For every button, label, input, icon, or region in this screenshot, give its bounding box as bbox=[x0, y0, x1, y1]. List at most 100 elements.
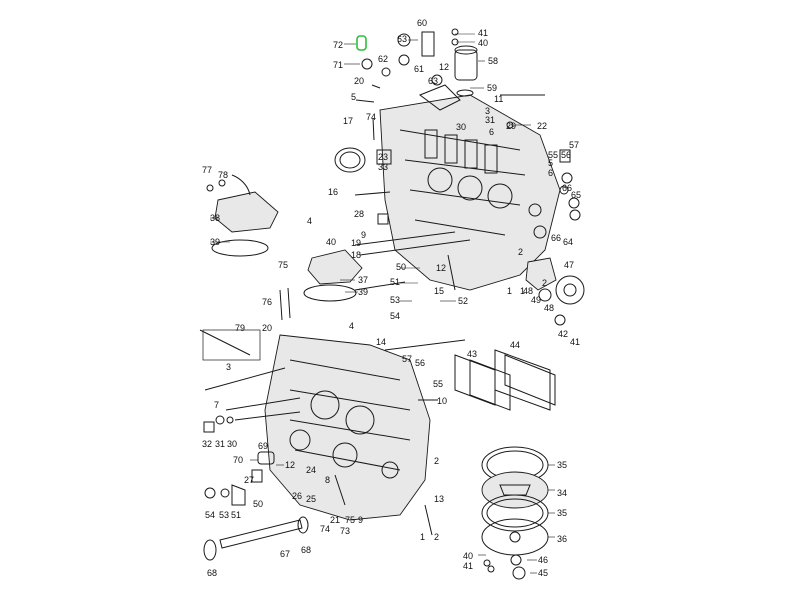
label-4b: 4 bbox=[349, 321, 354, 331]
label-9b: 9 bbox=[358, 515, 363, 525]
label-38: 38 bbox=[210, 213, 220, 223]
label-68b: 68 bbox=[207, 568, 217, 578]
label-16: 16 bbox=[328, 187, 338, 197]
label-47: 47 bbox=[564, 260, 574, 270]
label-53b: 53 bbox=[219, 510, 229, 520]
label-17: 17 bbox=[343, 116, 353, 126]
label-41c: 41 bbox=[463, 561, 473, 571]
label-12c: 12 bbox=[285, 460, 295, 470]
label-55b: 55 bbox=[433, 379, 443, 389]
label-45: 45 bbox=[538, 568, 548, 578]
label-40: 40 bbox=[478, 38, 488, 48]
label-67: 67 bbox=[280, 549, 290, 559]
label-1c: 1 bbox=[520, 286, 525, 296]
label-70: 70 bbox=[233, 455, 243, 465]
label-15: 15 bbox=[434, 286, 444, 296]
label-50: 50 bbox=[396, 262, 406, 272]
label-39b: 39 bbox=[358, 287, 368, 297]
label-31b: 31 bbox=[215, 439, 225, 449]
label-50b: 50 bbox=[253, 499, 263, 509]
label-65: 65 bbox=[571, 190, 581, 200]
label-2c: 2 bbox=[434, 532, 439, 542]
shim-plates bbox=[454, 349, 556, 411]
label-52: 52 bbox=[458, 296, 468, 306]
label-34: 34 bbox=[557, 488, 567, 498]
label-66b: 66 bbox=[551, 233, 561, 243]
label-72: 72 bbox=[333, 40, 343, 50]
label-27: 27 bbox=[244, 475, 254, 485]
label-29: 29 bbox=[506, 121, 516, 131]
label-79: 79 bbox=[235, 323, 245, 333]
label-26: 26 bbox=[292, 491, 302, 501]
label-51b: 51 bbox=[231, 510, 241, 520]
label-35b: 35 bbox=[557, 508, 567, 518]
label-55: 55 bbox=[548, 150, 558, 160]
label-37: 37 bbox=[358, 275, 368, 285]
label-5: 5 bbox=[351, 92, 356, 102]
leader-lines bbox=[210, 33, 555, 574]
label-63: 63 bbox=[397, 34, 407, 44]
label-36: 36 bbox=[557, 534, 567, 544]
label-32: 32 bbox=[202, 439, 212, 449]
label-10: 10 bbox=[437, 396, 447, 406]
lower-crankcase-half bbox=[264, 334, 431, 521]
label-39: 39 bbox=[210, 237, 220, 247]
label-30b: 30 bbox=[227, 439, 237, 449]
label-8: 8 bbox=[325, 475, 330, 485]
label-74: 74 bbox=[366, 112, 376, 122]
label-41b: 41 bbox=[570, 337, 580, 347]
label-3: 3 bbox=[485, 106, 490, 116]
label-2d: 2 bbox=[542, 278, 547, 288]
label-42: 42 bbox=[558, 329, 568, 339]
label-71: 71 bbox=[333, 60, 343, 70]
label-53: 53 bbox=[390, 295, 400, 305]
label-20: 20 bbox=[354, 76, 364, 86]
label-56: 56 bbox=[561, 150, 571, 160]
label-5b: 5 bbox=[548, 158, 553, 168]
label-48: 48 bbox=[523, 286, 533, 296]
label-33: 33 bbox=[378, 162, 388, 172]
upper-crankcase-half bbox=[379, 84, 561, 291]
label-46: 46 bbox=[538, 555, 548, 565]
label-25: 25 bbox=[306, 494, 316, 504]
label-58: 58 bbox=[488, 56, 498, 66]
label-12: 12 bbox=[439, 62, 449, 72]
label-59: 59 bbox=[487, 83, 497, 93]
label-40c: 40 bbox=[463, 551, 473, 561]
studs bbox=[199, 84, 545, 536]
label-1: 1 bbox=[507, 286, 512, 296]
label-75b: 75 bbox=[345, 515, 355, 525]
label-14: 14 bbox=[376, 337, 386, 347]
oil-cover-plate bbox=[303, 249, 363, 302]
label-20b: 20 bbox=[262, 323, 272, 333]
label-22: 22 bbox=[537, 121, 547, 131]
label-40b: 40 bbox=[326, 237, 336, 247]
highlighted-part-72[interactable] bbox=[356, 35, 367, 51]
label-66: 66 bbox=[562, 183, 572, 193]
label-49: 49 bbox=[531, 295, 541, 305]
oil-pipe bbox=[203, 415, 309, 561]
label-11: 11 bbox=[494, 94, 503, 104]
label-4: 4 bbox=[307, 216, 312, 226]
label-19: 19 bbox=[351, 238, 361, 248]
label-77: 77 bbox=[202, 165, 212, 175]
label-48b: 48 bbox=[544, 303, 554, 313]
gasket-stack bbox=[481, 446, 549, 580]
label-43: 43 bbox=[467, 349, 477, 359]
label-73: 73 bbox=[340, 526, 350, 536]
label-35: 35 bbox=[557, 460, 567, 470]
label-18: 18 bbox=[351, 250, 361, 260]
label-3b: 3 bbox=[226, 362, 231, 372]
label-6b: 6 bbox=[548, 168, 553, 178]
label-78: 78 bbox=[218, 170, 228, 180]
label-76: 76 bbox=[262, 297, 272, 307]
label-2b: 2 bbox=[434, 456, 439, 466]
label-44: 44 bbox=[510, 340, 520, 350]
label-6: 6 bbox=[489, 127, 494, 137]
label-57b: 57 bbox=[402, 354, 412, 364]
label-68: 68 bbox=[301, 545, 311, 555]
label-54: 54 bbox=[390, 311, 400, 321]
oil-strainer-assembly bbox=[206, 174, 279, 257]
label-12b: 12 bbox=[436, 263, 446, 273]
